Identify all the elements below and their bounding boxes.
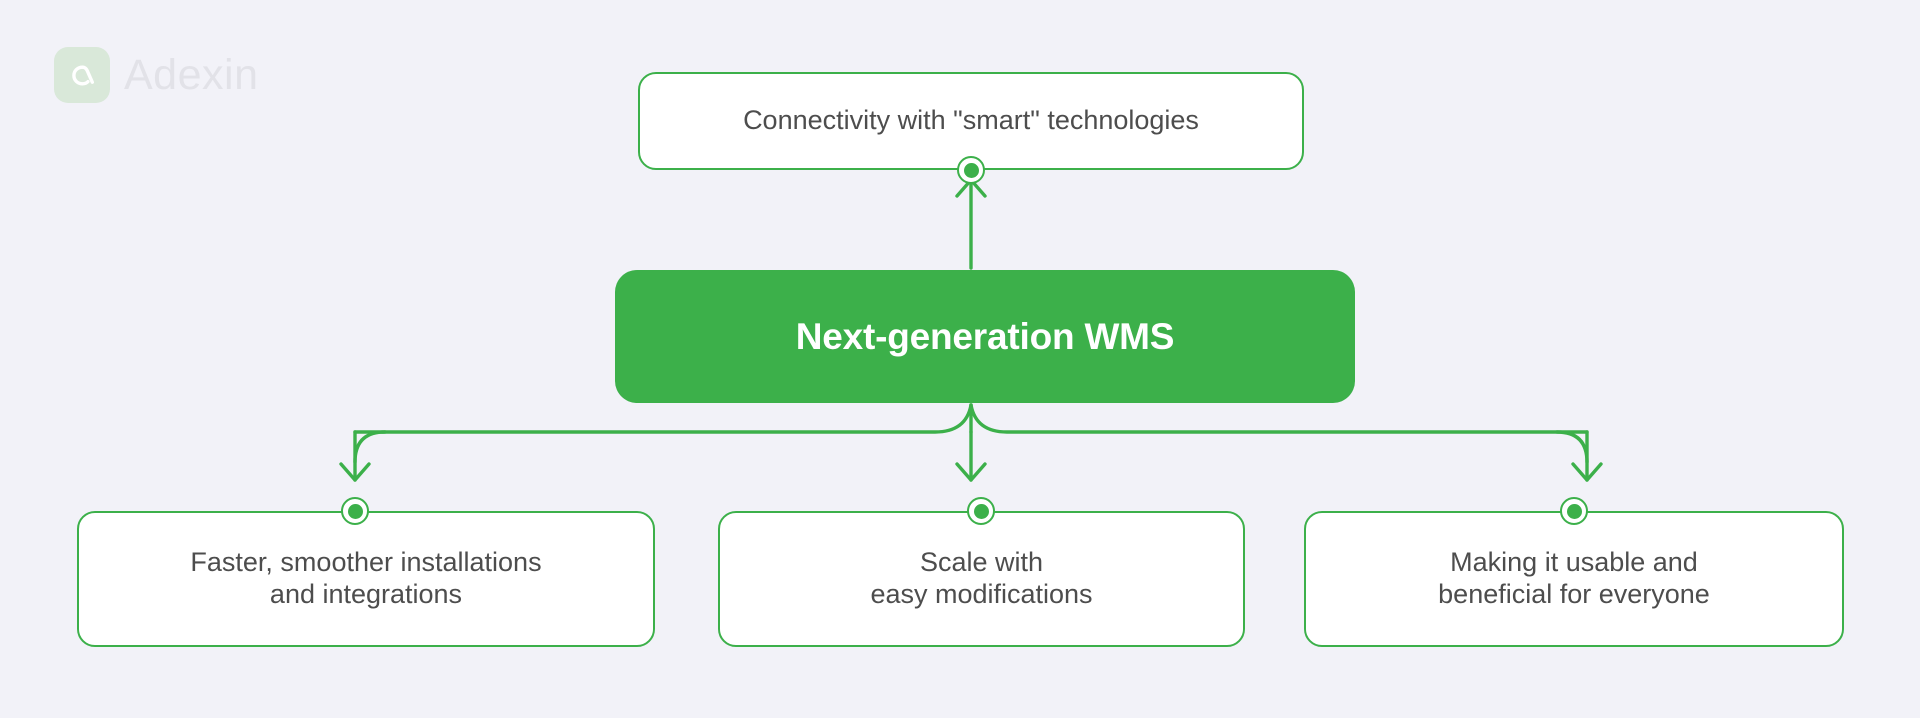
node-scale-label: Scale with easy modifications (870, 547, 1093, 609)
adexin-a-logomark-icon (54, 47, 110, 103)
node-connectivity[interactable]: Connectivity with "smart" technologies (638, 72, 1304, 170)
node-next-generation-wms-label: Next-generation WMS (795, 315, 1175, 357)
node-installations[interactable]: Faster, smoother installations and integ… (77, 511, 655, 647)
node-next-generation-wms[interactable]: Next-generation WMS (615, 270, 1355, 403)
arrowhead-down-middle (955, 462, 987, 482)
node-usable[interactable]: Making it usable and beneficial for ever… (1304, 511, 1844, 647)
ring-node-dot-icon-left (341, 497, 369, 525)
elbow-left (353, 430, 387, 464)
node-connectivity-label: Connectivity with "smart" technologies (743, 105, 1199, 136)
wire-bus-right (969, 403, 1589, 434)
wire-bus-left (353, 403, 973, 434)
ring-node-dot-icon-top (957, 156, 985, 184)
arrowhead-down-left (339, 462, 371, 482)
node-usable-label: Making it usable and beneficial for ever… (1438, 547, 1710, 609)
brand-wordmark: Adexin (124, 50, 259, 99)
elbow-right (1555, 430, 1589, 464)
node-installations-label: Faster, smoother installations and integ… (190, 547, 542, 609)
node-scale[interactable]: Scale with easy modifications (718, 511, 1245, 647)
brand-logo: Adexin (54, 47, 258, 103)
ring-node-dot-icon-right (1560, 497, 1588, 525)
arrowhead-down-right (1571, 462, 1603, 482)
ring-node-dot-icon-middle (967, 497, 995, 525)
